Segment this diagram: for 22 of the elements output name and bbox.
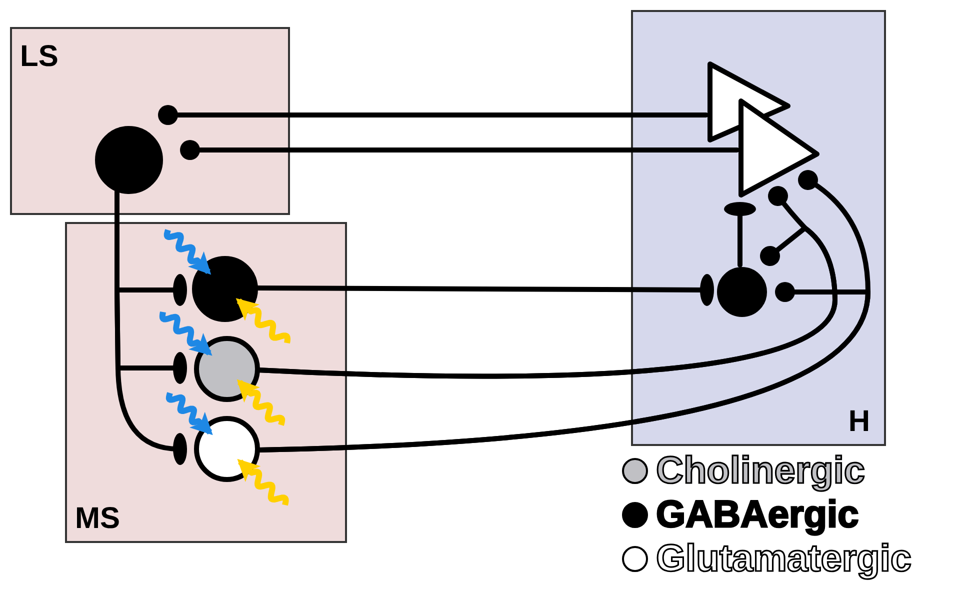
wavy-arrow <box>236 298 290 344</box>
pyramidal-neuron-triangle <box>738 98 820 198</box>
brain-region-panel <box>631 10 886 446</box>
region-label: LS <box>20 41 58 73</box>
brain-region-panel <box>10 27 290 215</box>
wavy-arrow <box>236 379 286 426</box>
wavy-arrow <box>237 458 289 506</box>
axon-line <box>180 140 740 160</box>
wavy-arrow <box>164 229 212 275</box>
axon-line <box>724 202 756 268</box>
legend-label: Cholinergic <box>656 451 866 491</box>
axon-line <box>114 190 188 465</box>
wavy-arrow <box>166 392 213 436</box>
neuron-circle <box>95 126 163 194</box>
wavy-arrow <box>159 311 212 356</box>
region-label: H <box>848 406 870 438</box>
axon-line <box>158 105 708 125</box>
neuron-circle <box>717 267 767 317</box>
brain-region-panel <box>65 222 347 543</box>
region-label: MS <box>75 503 120 535</box>
legend-label: Glutamatergic <box>656 539 912 579</box>
legend-label: GABAergic <box>656 495 859 535</box>
